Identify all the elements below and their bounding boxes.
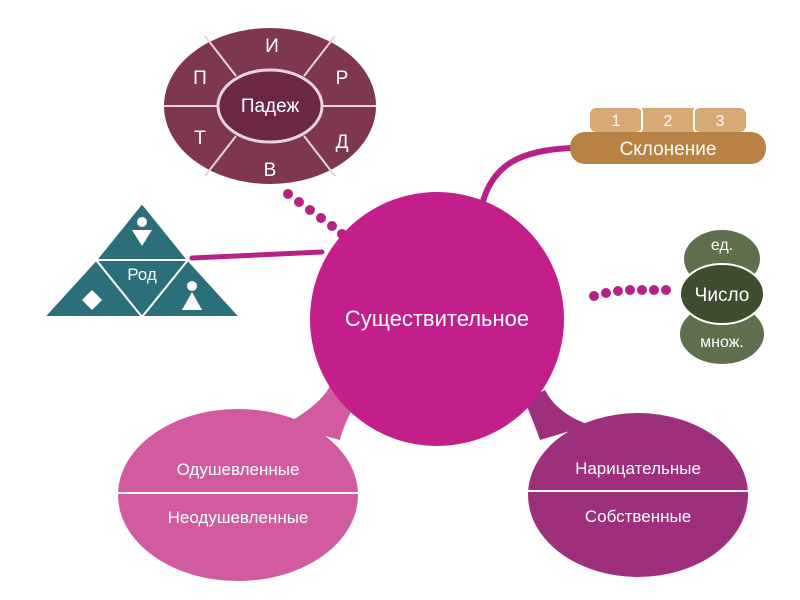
commonness-node: Нарицательные Собственные <box>528 413 748 577</box>
number-singular-label: ед. <box>711 237 733 254</box>
gender-triangle-left <box>41 258 145 318</box>
declension-tab-2 <box>642 108 694 132</box>
connector-commonness <box>525 390 590 440</box>
commonness-ellipse <box>528 413 748 577</box>
connector-number-dots <box>589 285 671 301</box>
case-letter-accusative: В <box>264 160 277 181</box>
male-symbol-icon <box>182 281 202 310</box>
case-wheel-spokes <box>164 35 376 177</box>
neuter-symbol-icon <box>82 290 102 310</box>
gender-triangle: Род <box>41 201 243 319</box>
case-label: Падеж <box>241 96 300 117</box>
case-letter-dative: Д <box>336 132 349 153</box>
connector-gender <box>189 249 325 261</box>
declension-tab-2-label: 2 <box>664 113 673 130</box>
female-symbol-icon <box>132 217 152 246</box>
gender-label: Род <box>127 265 157 284</box>
declension-box: 1 2 3 Склонение <box>570 108 766 164</box>
declension-tab-3-label: 3 <box>716 113 725 130</box>
commonness-common-label: Нарицательные <box>575 459 701 478</box>
commonness-proper-label: Собственные <box>585 507 691 526</box>
animacy-ellipse <box>118 409 358 581</box>
number-center-bg <box>679 263 765 325</box>
connector-declension <box>479 145 575 208</box>
number-plural-label: множ. <box>700 334 744 351</box>
case-letter-prepositional: П <box>193 68 207 89</box>
declension-main <box>570 132 766 164</box>
center-node: Существительное <box>310 192 564 446</box>
animacy-inanimate-label: Неодушевленные <box>168 508 309 527</box>
case-wheel: Падеж И Р Д В Т П <box>164 28 376 184</box>
case-letter-instrumental: Т <box>194 128 206 149</box>
case-letter-genitive: Р <box>336 68 349 89</box>
animacy-animate-label: Одушевленные <box>177 460 300 479</box>
connector-case-dots <box>283 189 347 239</box>
number-label: Число <box>695 285 750 306</box>
case-wheel-inner <box>216 68 324 144</box>
center-label: Существительное <box>345 306 529 331</box>
animacy-node: Одушевленные Неодушевленные <box>118 409 358 581</box>
declension-tab-1 <box>590 108 642 132</box>
number-stack: ед. Число множ. <box>679 230 765 364</box>
center-circle <box>310 192 564 446</box>
case-letter-nominative: И <box>265 36 279 57</box>
declension-tab-3 <box>694 108 746 132</box>
declension-tab-1-label: 1 <box>612 113 621 130</box>
declension-label: Склонение <box>620 139 717 160</box>
